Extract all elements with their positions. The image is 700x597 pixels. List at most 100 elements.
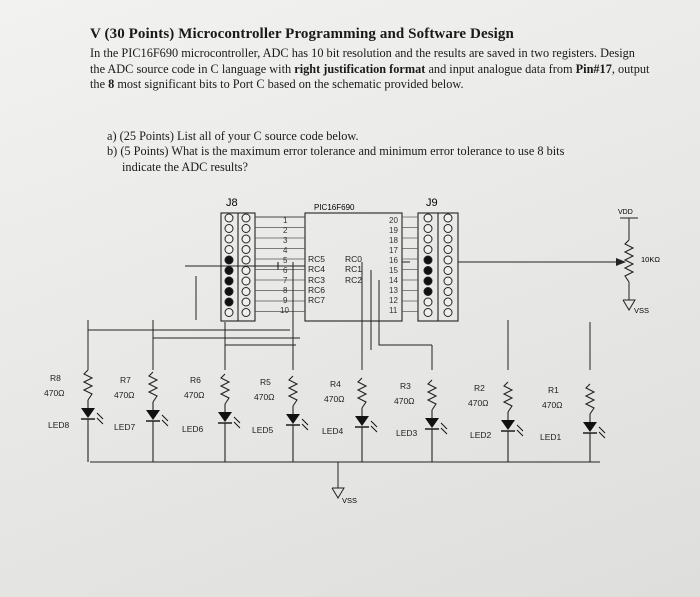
- pin-left-9: 9: [283, 296, 288, 305]
- j9-pin-a: [423, 234, 433, 244]
- led-icon: [286, 414, 300, 424]
- j9-pin-b: [443, 287, 453, 296]
- led6-label: LED6: [182, 424, 204, 434]
- j8-pin-b: [241, 245, 251, 254]
- j8-pin-a: [224, 287, 234, 296]
- body-text-2: and input analogue data from: [425, 61, 576, 76]
- body-text-4: most significant bits to Port C based on…: [114, 77, 464, 92]
- j9-pin-a: [423, 213, 433, 223]
- vss-right-label: VSS: [634, 306, 649, 315]
- port-rc6: RC6: [308, 285, 325, 295]
- j8-pin-b: [241, 224, 251, 233]
- pin-right-12: 12: [389, 296, 398, 305]
- j9-pin-b: [443, 224, 453, 233]
- part-a: a) (25 Points) List all of your C source…: [107, 129, 359, 143]
- resistor-icon: [502, 381, 514, 413]
- pin-right-19: 19: [389, 226, 398, 235]
- r6-name: R6: [190, 375, 201, 385]
- j9-pin-b: [443, 266, 453, 275]
- pin-right-18: 18: [389, 236, 398, 245]
- part-b-line1: b) (5 Points) What is the maximum error …: [107, 144, 565, 159]
- j9-pin-a: [423, 276, 433, 286]
- led7-label: LED7: [114, 422, 136, 432]
- resistor-icon: [82, 369, 94, 401]
- j9-pin-b: [443, 245, 453, 254]
- vss-bottom-label: VSS: [342, 496, 357, 505]
- led-icon: [218, 412, 232, 422]
- j8-label: J8: [226, 197, 238, 209]
- r2-name: R2: [474, 383, 485, 393]
- port-rc5: RC5: [308, 254, 325, 264]
- j8-pin-a: [224, 276, 234, 286]
- j8-pin-b: [241, 276, 251, 286]
- port-rc3: RC3: [308, 275, 325, 285]
- question-parts: a) (25 Points) List all of your C source…: [107, 129, 677, 175]
- r5-value: 470Ω: [254, 392, 275, 402]
- j9-pin-a: [423, 297, 433, 307]
- pin-left-3: 3: [283, 236, 288, 245]
- r1-name: R1: [548, 385, 559, 395]
- led4-label: LED4: [322, 426, 344, 436]
- pin-left-6: 6: [283, 266, 288, 275]
- port-rc2: RC2: [345, 275, 362, 285]
- pin-left-2: 2: [283, 226, 288, 235]
- j9-pin-b: [443, 308, 453, 317]
- j9-pin-b: [443, 297, 453, 307]
- j8-pin-b: [241, 308, 251, 317]
- r3-name: R3: [400, 381, 411, 391]
- ground-right-icon: [622, 299, 636, 311]
- pin-right-17: 17: [389, 246, 398, 255]
- port-rc1: RC1: [345, 264, 362, 274]
- pin-left-10: 10: [280, 306, 289, 315]
- resistor-icon: [287, 375, 299, 407]
- led-icon: [425, 418, 439, 428]
- j8-pin-b: [241, 213, 251, 223]
- ic-body: [304, 212, 403, 322]
- pin-right-16: 16: [389, 256, 398, 265]
- led3-label: LED3: [396, 428, 418, 438]
- j8-pin-a: [224, 297, 234, 307]
- r8-name: R8: [50, 373, 61, 383]
- pin-left-7: 7: [283, 276, 288, 285]
- led-icon: [501, 420, 515, 430]
- j8-pin-a: [224, 255, 234, 265]
- port-rc4: RC4: [308, 264, 325, 274]
- vdd-label: VDD: [618, 209, 633, 216]
- signal-wires: [87, 218, 630, 488]
- led-icon: [583, 422, 597, 432]
- port-rc7: RC7: [308, 295, 325, 305]
- pot-value: 10KΩ: [641, 255, 660, 264]
- j8-pin-b: [241, 266, 251, 275]
- r7-value: 470Ω: [114, 390, 135, 400]
- r1-value: 470Ω: [542, 400, 563, 410]
- led2-label: LED2: [470, 430, 492, 440]
- j8-pin-a: [224, 308, 234, 317]
- j9-pin-b: [443, 234, 453, 244]
- led-icon: [355, 416, 369, 426]
- pin-right-14: 14: [389, 276, 398, 285]
- pin-left-8: 8: [283, 286, 288, 295]
- r7-name: R7: [120, 375, 131, 385]
- r3-value: 470Ω: [394, 396, 415, 406]
- resistor-icon: [356, 377, 368, 409]
- body-text-3: , output the: [90, 61, 650, 92]
- pin-right-20: 20: [389, 216, 398, 225]
- j8-pin-b: [241, 297, 251, 307]
- led-icon: [146, 410, 160, 420]
- r6-value: 470Ω: [184, 390, 205, 400]
- j8-pin-b: [241, 234, 251, 244]
- resistor-icon: [426, 379, 438, 411]
- r4-name: R4: [330, 379, 341, 389]
- question-title: V (30 Points) Microcontroller Programmin…: [90, 26, 514, 42]
- ground-bottom-icon: [331, 487, 345, 499]
- pin-left-4: 4: [283, 246, 288, 255]
- chip-label: PIC16F690: [314, 203, 355, 212]
- resistor-icon: [219, 373, 231, 405]
- led8-label: LED8: [48, 420, 70, 430]
- j9-pin-a: [423, 224, 433, 233]
- j8-pin-a: [224, 234, 234, 244]
- j9-pin-a: [423, 287, 433, 296]
- resistor-icon: [584, 383, 596, 415]
- j9-pin-b: [443, 276, 453, 286]
